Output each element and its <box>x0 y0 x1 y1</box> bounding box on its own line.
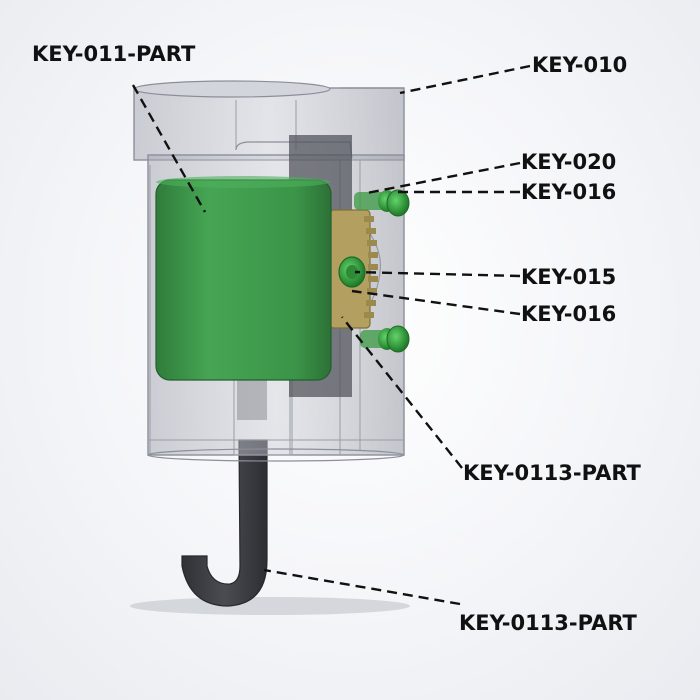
label-key-011-part: KEY-011-PART <box>32 42 196 66</box>
leader-key-020 <box>366 161 521 195</box>
green-cylinder <box>155 176 332 381</box>
leader-key-016-mid <box>351 289 521 316</box>
label-key-015: KEY-015 <box>521 265 616 289</box>
label-key-0113-part-hook: KEY-0113-PART <box>459 611 638 635</box>
label-key-016-mid: KEY-016 <box>521 302 616 326</box>
callout-labels: KEY-011-PART KEY-010 KEY-020 KEY-016 KEY… <box>32 42 642 635</box>
floor-shadow <box>130 597 410 615</box>
label-key-016-top: KEY-016 <box>521 180 616 204</box>
leader-key-0113-part-hook <box>263 568 461 606</box>
label-key-010: KEY-010 <box>532 53 627 77</box>
leader-key-015 <box>354 270 521 278</box>
leader-key-011-part <box>131 84 207 213</box>
leader-lines <box>131 64 531 606</box>
leader-key-010 <box>399 64 531 95</box>
pin-top <box>354 189 410 217</box>
label-key-020: KEY-020 <box>521 150 616 174</box>
label-key-0113-part-gear: KEY-0113-PART <box>463 461 642 485</box>
pin-middle <box>338 256 366 288</box>
pin-bottom <box>360 325 410 353</box>
leader-key-0113-part-gear <box>341 316 463 469</box>
